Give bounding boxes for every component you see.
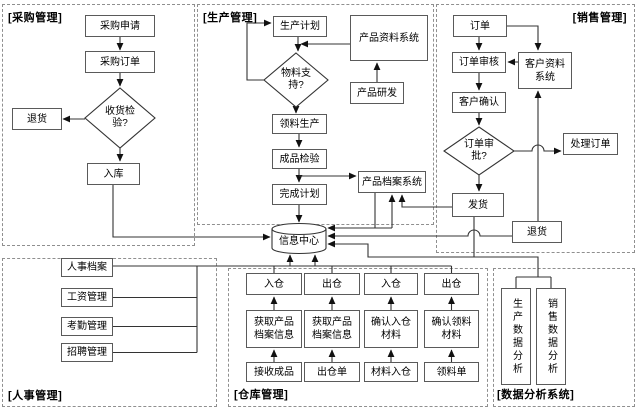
receiving-check-decision: 收货检验? — [105, 105, 135, 130]
wh-col2-fetch-archive-node: 获取产品档案信息 — [304, 310, 360, 348]
attendance-mgmt-node: 考勤管理 — [61, 317, 113, 336]
product-archive-system-node: 产品档案系统 — [358, 171, 426, 193]
procurement-title: [采购管理] — [8, 12, 63, 24]
customer-confirm-node: 客户确认 — [452, 92, 506, 113]
material-support-decision: 物料支持? — [281, 67, 311, 92]
customer-data-system-node: 客户资料系统 — [518, 52, 572, 89]
product-rnd-node: 产品研发 — [350, 82, 404, 104]
material-production-node: 领料生产 — [272, 114, 327, 134]
data-analysis-title: [数据分析系统] — [497, 389, 575, 401]
order-approval-decision: 订单审批? — [464, 138, 494, 163]
warehouse-title: [仓库管理] — [234, 389, 289, 401]
warehouse-in-node: 入库 — [87, 163, 140, 185]
wh-col2-out-node: 出仓 — [304, 273, 360, 295]
data-analysis-module-frame — [493, 268, 635, 407]
order-review-node: 订单审核 — [452, 52, 506, 73]
wh-col4-out-node: 出仓 — [424, 273, 479, 295]
wh-col3-material-in-node: 材料入仓 — [364, 362, 418, 382]
purchase-order-node: 采购订单 — [85, 51, 155, 73]
sales-title: [销售管理] — [572, 12, 627, 24]
wh-col3-in-node: 入仓 — [364, 273, 418, 295]
personnel-files-node: 人事档案 — [61, 258, 113, 277]
process-order-node: 处理订单 — [563, 133, 618, 155]
info-center-node: 信息中心 — [279, 235, 319, 247]
wh-col1-receive-goods-node: 接收成品 — [246, 362, 302, 382]
finished-inspection-node: 成品检验 — [272, 149, 327, 169]
production-title: [生产管理] — [203, 12, 258, 24]
sales-module-frame — [436, 4, 635, 253]
sales-order-node: 订单 — [453, 15, 507, 37]
complete-plan-node: 完成计划 — [272, 184, 327, 205]
production-plan-node: 生产计划 — [273, 16, 327, 37]
procurement-module-frame — [2, 4, 195, 246]
wh-col2-outbound-order-node: 出仓单 — [304, 362, 360, 382]
wh-col4-confirm-requisition-node: 确认领料材料 — [424, 310, 479, 348]
wh-col3-confirm-in-node: 确认入仓材料 — [364, 310, 418, 348]
wh-col1-fetch-archive-node: 获取产品档案信息 — [246, 310, 302, 348]
warehouse-module-frame — [228, 268, 488, 407]
salary-mgmt-node: 工资管理 — [61, 288, 113, 307]
purchase-request-node: 采购申请 — [85, 15, 155, 37]
dispatch-node: 发货 — [452, 193, 504, 217]
sales-return-node: 退货 — [512, 221, 562, 243]
procurement-return-node: 退货 — [12, 108, 62, 130]
wh-col4-requisition-form-node: 领料单 — [424, 362, 479, 382]
sales-data-analysis-node: 销售数据分析 — [536, 288, 566, 385]
product-data-system-node: 产品资料系统 — [350, 15, 428, 61]
production-data-analysis-node: 生产数据分析 — [501, 288, 531, 385]
wh-col1-in-node: 入仓 — [246, 273, 302, 295]
recruitment-mgmt-node: 招聘管理 — [61, 343, 113, 362]
hr-title: [人事管理] — [8, 390, 63, 402]
